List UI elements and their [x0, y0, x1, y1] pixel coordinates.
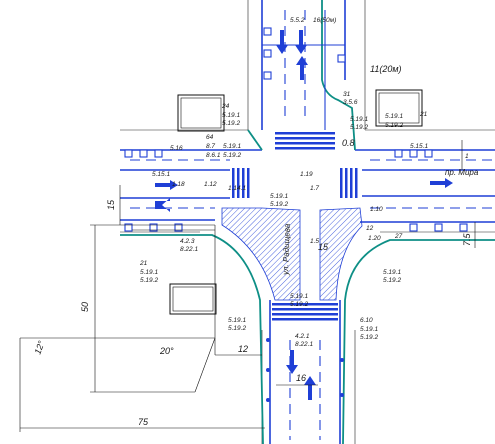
label-8-7: 8.7: [206, 143, 215, 150]
road-boundaries: [120, 0, 495, 444]
label-1-20: 1.20: [368, 235, 381, 242]
label-5-19-2: 5.19.2: [140, 277, 158, 284]
label-1-7: 1.7: [310, 185, 319, 192]
road-signs: [124, 27, 468, 402]
sign-marker: [263, 71, 272, 80]
label-64: 64: [206, 134, 214, 141]
label-1-18: 1.18: [172, 181, 185, 188]
sign-marker: [124, 223, 133, 232]
label-5-19-2: 5.19.2: [383, 277, 401, 284]
sign-marker: [424, 149, 433, 158]
dimension-15-left: 15: [106, 199, 116, 210]
dimension-50: 50: [80, 302, 90, 312]
label-3-5-6: 3.5.6: [343, 99, 358, 106]
curbs: [120, 0, 495, 444]
street-name-right: пр. Мира: [445, 168, 479, 177]
sign-marker: [409, 223, 418, 232]
sign-marker: [124, 149, 133, 158]
dimension-7-5: 7.5: [462, 232, 472, 246]
dimension-values: 50 75 12 15 16 15 7.5 20° 12°: [32, 199, 472, 427]
label-5-15-1: 5.15.1: [410, 143, 428, 150]
label-5-19-2: 5.19.2: [228, 325, 246, 332]
sign-marker: [139, 149, 148, 158]
dimension-75: 75: [138, 417, 149, 427]
label-1-10: 1.10: [370, 206, 383, 213]
sign-post: [340, 393, 344, 397]
label-1-5: 1.5: [310, 238, 319, 245]
label-21: 21: [139, 260, 148, 267]
label-8-22-1: 8.22.1: [295, 341, 313, 348]
label-5-19-2: 5.19.2: [350, 124, 368, 131]
sign-marker: [459, 223, 468, 232]
label-5-19-2: 5.19.2: [360, 334, 378, 341]
label-1-14-1: 1.14.1: [228, 185, 246, 192]
label-5-19-1: 5.19.1: [140, 269, 158, 276]
sidewalk-edges: [120, 0, 495, 444]
angle-20: 20°: [159, 346, 174, 356]
dimension-16: 16: [296, 373, 306, 383]
sign-post: [266, 398, 270, 402]
label-8-22-1: 8.22.1: [180, 246, 198, 253]
dimension-lines: [19, 140, 476, 432]
label-dist-top: 16(50м): [313, 17, 336, 24]
sign-post: [340, 358, 344, 362]
label-4-2-3: 4.2.3: [180, 238, 195, 245]
label-12: 12: [366, 225, 374, 232]
label-31: 31: [343, 91, 351, 98]
label-5-19-1: 5.19.1: [223, 143, 241, 150]
sign-marker: [174, 223, 183, 232]
buildings: [169, 89, 423, 315]
sign-marker: [149, 223, 158, 232]
label-1-12: 1.12: [204, 181, 217, 188]
label-5-19-1: 5.19.1: [270, 193, 288, 200]
sign-post: [266, 338, 270, 342]
annotations: 5.5.2 16(50м) 11(20м) 24 5.19.1 5.19.2 6…: [139, 17, 479, 348]
label-5-19-2: 5.19.2: [290, 301, 308, 308]
label-27: 27: [394, 233, 403, 240]
label-5-19-1: 5.19.1: [383, 269, 401, 276]
hatched-islands: [221, 207, 363, 301]
sign-marker: [337, 54, 346, 63]
label-24: 24: [221, 103, 230, 110]
sign-marker: [409, 149, 418, 158]
sign-marker: [263, 27, 272, 36]
direction-arrows: [155, 30, 453, 400]
sign-marker: [434, 223, 443, 232]
sign-post: [266, 368, 270, 372]
label-8-6-1: 8.6.1: [206, 152, 221, 159]
label-6-10: 6.10: [360, 317, 373, 324]
label-5-5-2: 5.5.2: [290, 17, 305, 24]
lane-markings: [130, 10, 495, 440]
label-5-19-2: 5.19.2: [223, 152, 241, 159]
label-5-19-1: 5.19.1: [360, 326, 378, 333]
label-21: 21: [419, 111, 428, 118]
sign-marker: [394, 149, 403, 158]
dimension-12: 12: [238, 344, 248, 354]
angle-12: 12°: [32, 339, 46, 356]
label-5-19-2: 5.19.2: [270, 201, 288, 208]
label-5-16: 5.16: [170, 145, 183, 152]
pedestrian-crossings: [232, 132, 358, 321]
label-5-15-1: 5.15.1: [152, 171, 170, 178]
label-1: 1: [465, 153, 469, 160]
label-5-19-1: 5.19.1: [228, 317, 246, 324]
label-5-19-1: 5.19.1: [350, 116, 368, 123]
label-4-2-1: 4.2.1: [295, 333, 310, 340]
label-1-19: 1.19: [300, 171, 313, 178]
sign-marker: [154, 149, 163, 158]
street-name-vertical: ул. Радищева: [281, 223, 292, 276]
sign-marker: [263, 49, 272, 58]
label-width-top: 11(20м): [370, 64, 402, 74]
label-5-19-1: 5.19.1: [222, 112, 240, 119]
label-5-19-1: 5.19.1: [290, 293, 308, 300]
label-5-19-2: 5.19.2: [385, 122, 403, 129]
label-0-8: 0.8: [342, 138, 355, 148]
label-5-19-2: 5.19.2: [222, 120, 240, 127]
dimension-15: 15: [318, 242, 329, 252]
label-5-19-1: 5.19.1: [385, 113, 403, 120]
